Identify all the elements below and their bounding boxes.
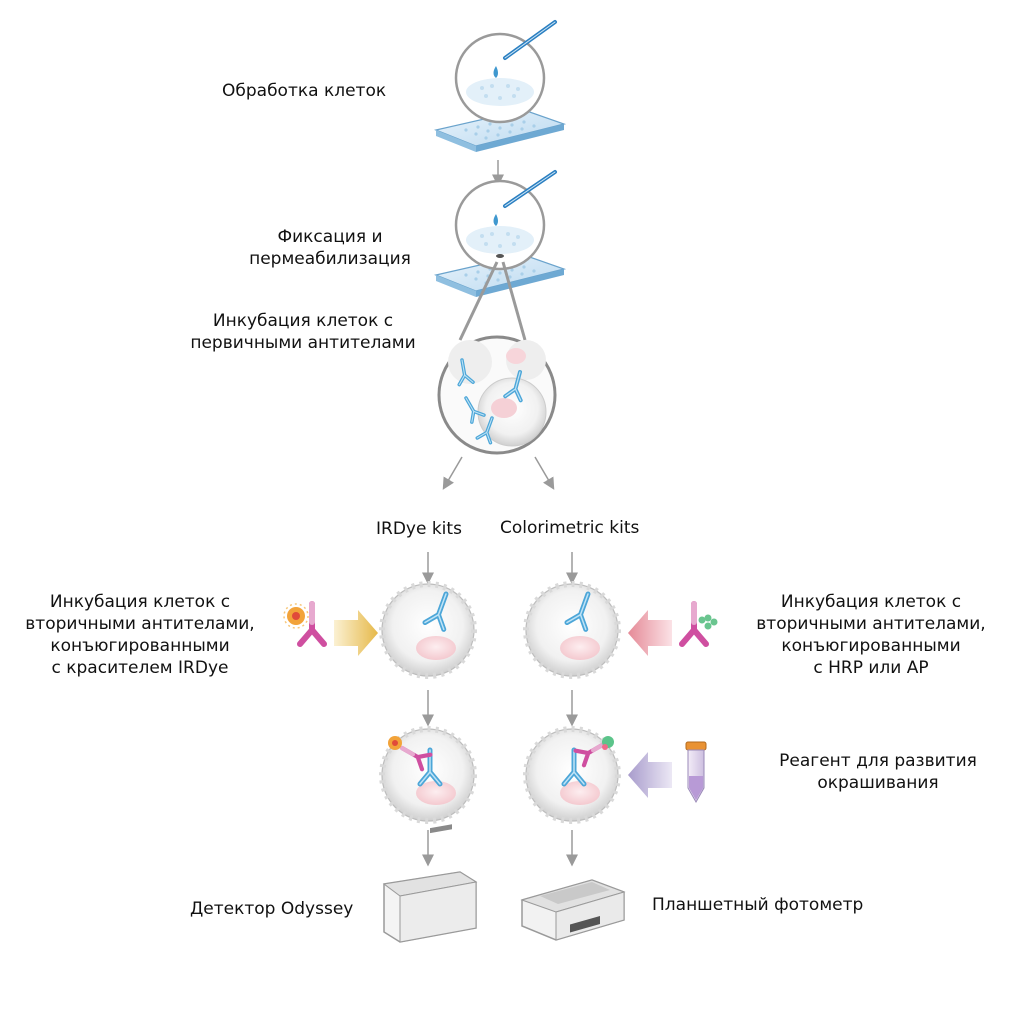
- right-secondary-label-3: конъюгированными: [781, 636, 961, 656]
- plate-with-pipette-1: [435, 20, 565, 153]
- step-primary-label-1: Инкубация клеток с: [212, 311, 394, 331]
- step-cell-treatment-label: Обработка клеток: [222, 81, 387, 101]
- plate-photometer-icon: [520, 879, 626, 941]
- left-secondary-label-4: с красителем IRDye: [51, 658, 229, 678]
- pink-arrow: [628, 610, 672, 656]
- step-fixation-label-1: Фиксация и: [277, 227, 383, 247]
- right-secondary-label-4: с HRP или AP: [813, 658, 929, 678]
- purple-arrow: [628, 752, 672, 798]
- odyssey-detector-icon: [382, 824, 478, 943]
- zoom-lines: [458, 261, 527, 341]
- yellow-arrow: [334, 610, 378, 656]
- step-fixation-label-2: пермеабилизация: [249, 249, 411, 269]
- cell-primary-right: [526, 584, 618, 676]
- branch-arrow-right: [534, 456, 555, 490]
- hrp-ap-secondary-antibody-icon: [682, 604, 718, 644]
- cell-secondary-hrp: [526, 729, 618, 821]
- magnified-cells-primary: [437, 335, 557, 455]
- odyssey-detector-label: Детектор Odyssey: [190, 899, 354, 919]
- left-secondary-label-2: вторичными антителами,: [25, 614, 255, 634]
- irdye-secondary-antibody-icon: [283, 604, 324, 644]
- plate-photometer-label: Планшетный фотометр: [652, 895, 864, 915]
- colorimetric-kits-label: Colorimetric kits: [500, 518, 640, 538]
- plate-with-pipette-2: [435, 170, 565, 298]
- left-secondary-label-1: Инкубация клеток с: [49, 592, 231, 612]
- reagent-label-2: окрашивания: [817, 773, 939, 793]
- branch-arrow-left: [442, 456, 463, 490]
- right-secondary-label-1: Инкубация клеток с: [780, 592, 962, 612]
- irdye-kits-label: IRDye kits: [376, 519, 462, 539]
- cell-secondary-irdye: [382, 729, 474, 821]
- left-secondary-label-3: конъюгированными: [50, 636, 230, 656]
- reagent-tube-icon: [685, 741, 707, 804]
- step-primary-label-2: первичными антителами: [190, 333, 416, 353]
- cell-primary-left: [382, 584, 474, 676]
- reagent-label-1: Реагент для развития: [779, 751, 977, 771]
- right-secondary-label-2: вторичными антителами,: [756, 614, 986, 634]
